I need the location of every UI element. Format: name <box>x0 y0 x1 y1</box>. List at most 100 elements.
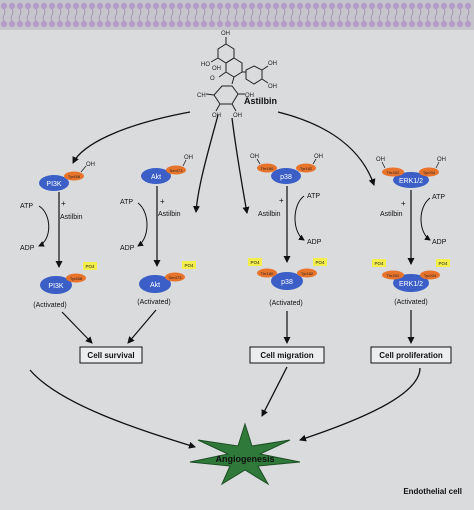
svg-text:OH: OH <box>268 61 277 67</box>
phosphate-label: PO4 <box>184 263 194 268</box>
lipid-tail <box>66 8 70 22</box>
lipid-head <box>448 20 456 28</box>
lipid-tail <box>34 8 38 22</box>
phosphate-label: PO4 <box>438 261 448 266</box>
lipid-head <box>128 2 136 10</box>
enzyme-label: Akt <box>151 174 161 181</box>
enzyme-p38-active <box>271 272 303 290</box>
phosphate-label: PO4 <box>250 260 260 265</box>
lipid-head <box>408 20 416 28</box>
lipid-head <box>184 2 192 10</box>
lipid-tail <box>10 8 14 22</box>
arrow-to-akt <box>192 114 219 213</box>
lipid-tail <box>82 8 86 22</box>
lipid-head <box>392 2 400 10</box>
enzyme-p38 <box>271 168 301 184</box>
phospho-site <box>420 270 440 280</box>
lipid-head <box>120 2 128 10</box>
lipid-head <box>264 2 272 10</box>
phospho-site <box>382 167 404 177</box>
pathway-p38: p38 Thr180 Tyr182 OH OH ATP ADP + Astilb… <box>248 154 327 307</box>
activated-label: (Activated) <box>137 299 170 306</box>
lipid-tail <box>370 8 374 22</box>
astilbin-arrows <box>72 111 376 214</box>
lipid-tail <box>314 8 318 22</box>
lipid-head <box>248 20 256 28</box>
lipid-tail <box>42 8 46 22</box>
lipid-head <box>168 2 176 10</box>
lipid-head <box>312 20 320 28</box>
lipid-head <box>320 20 328 28</box>
lipid-head <box>136 2 144 10</box>
lipid-head <box>416 2 424 10</box>
lipid-head <box>96 2 104 10</box>
lipid-tail <box>234 8 238 22</box>
plus-label: + <box>279 196 284 205</box>
lipid-head <box>152 20 160 28</box>
lipid-tail <box>258 8 262 22</box>
enzyme-label: p38 <box>280 174 292 181</box>
lipid-head <box>8 20 16 28</box>
enzyme-akt-active <box>139 275 171 293</box>
phospho-site <box>257 268 277 278</box>
lipid-head <box>200 2 208 10</box>
adp-label: ADP <box>20 245 35 252</box>
site-label: Tyr182 <box>301 271 314 276</box>
phosphate-tag <box>436 259 450 267</box>
enzyme-label: ERK1/2 <box>399 281 423 288</box>
lipid-tail <box>402 8 406 22</box>
lipid-head <box>448 2 456 10</box>
outcome-cell-proliferation: Cell proliferation <box>370 346 452 364</box>
atp-adp-arrow <box>137 202 148 247</box>
lipid-tail <box>50 8 54 22</box>
lipid-tail <box>218 8 222 22</box>
lipid-head <box>16 2 24 10</box>
svg-text:HO: HO <box>201 62 210 68</box>
enzyme-label: p38 <box>281 279 293 286</box>
site-label: Thr180 <box>261 271 274 276</box>
svg-text:CH: CH <box>197 93 206 99</box>
lipid-tail <box>418 8 422 22</box>
lipid-tail <box>26 8 30 22</box>
lipid-head <box>296 2 304 10</box>
activated-label: (Activated) <box>394 299 427 306</box>
arrow-to-erk <box>277 111 376 186</box>
lipid-head <box>144 2 152 10</box>
lipid-tail <box>450 8 454 22</box>
arrow-to-p38 <box>231 117 250 214</box>
lipid-head <box>64 20 72 28</box>
phosphate-label: PO4 <box>374 261 384 266</box>
lipid-tail <box>434 8 438 22</box>
lipid-head <box>32 20 40 28</box>
lipid-head <box>400 20 408 28</box>
lipid-head <box>392 20 400 28</box>
hydroxyl-label: OH <box>184 155 193 161</box>
activated-label: (Activated) <box>33 302 66 309</box>
phospho-site <box>382 270 404 280</box>
lipid-head <box>280 20 288 28</box>
lipid-head <box>0 20 8 28</box>
lipid-head <box>160 2 168 10</box>
lipid-head <box>464 2 472 10</box>
lipid-head <box>8 2 16 10</box>
lipid-head <box>240 2 248 10</box>
lipid-tail <box>274 8 278 22</box>
outcome-cell-migration: Cell migration <box>249 346 325 364</box>
lipid-head <box>16 20 24 28</box>
lipid-head <box>176 20 184 28</box>
enzyme-erk <box>393 172 429 188</box>
lipid-tail <box>130 8 134 22</box>
angiogenesis-arrows <box>29 366 421 449</box>
lipid-head <box>424 2 432 10</box>
lipid-head <box>112 2 120 10</box>
lipid-head <box>32 2 40 10</box>
lipid-tail <box>330 8 334 22</box>
lipid-head <box>264 20 272 28</box>
lipid-tail <box>322 8 326 22</box>
lipid-tail <box>194 8 198 22</box>
hydroxyl-label: OH <box>437 157 446 163</box>
lipid-head <box>296 20 304 28</box>
lipid-head <box>72 2 80 10</box>
lipid-head <box>320 2 328 10</box>
